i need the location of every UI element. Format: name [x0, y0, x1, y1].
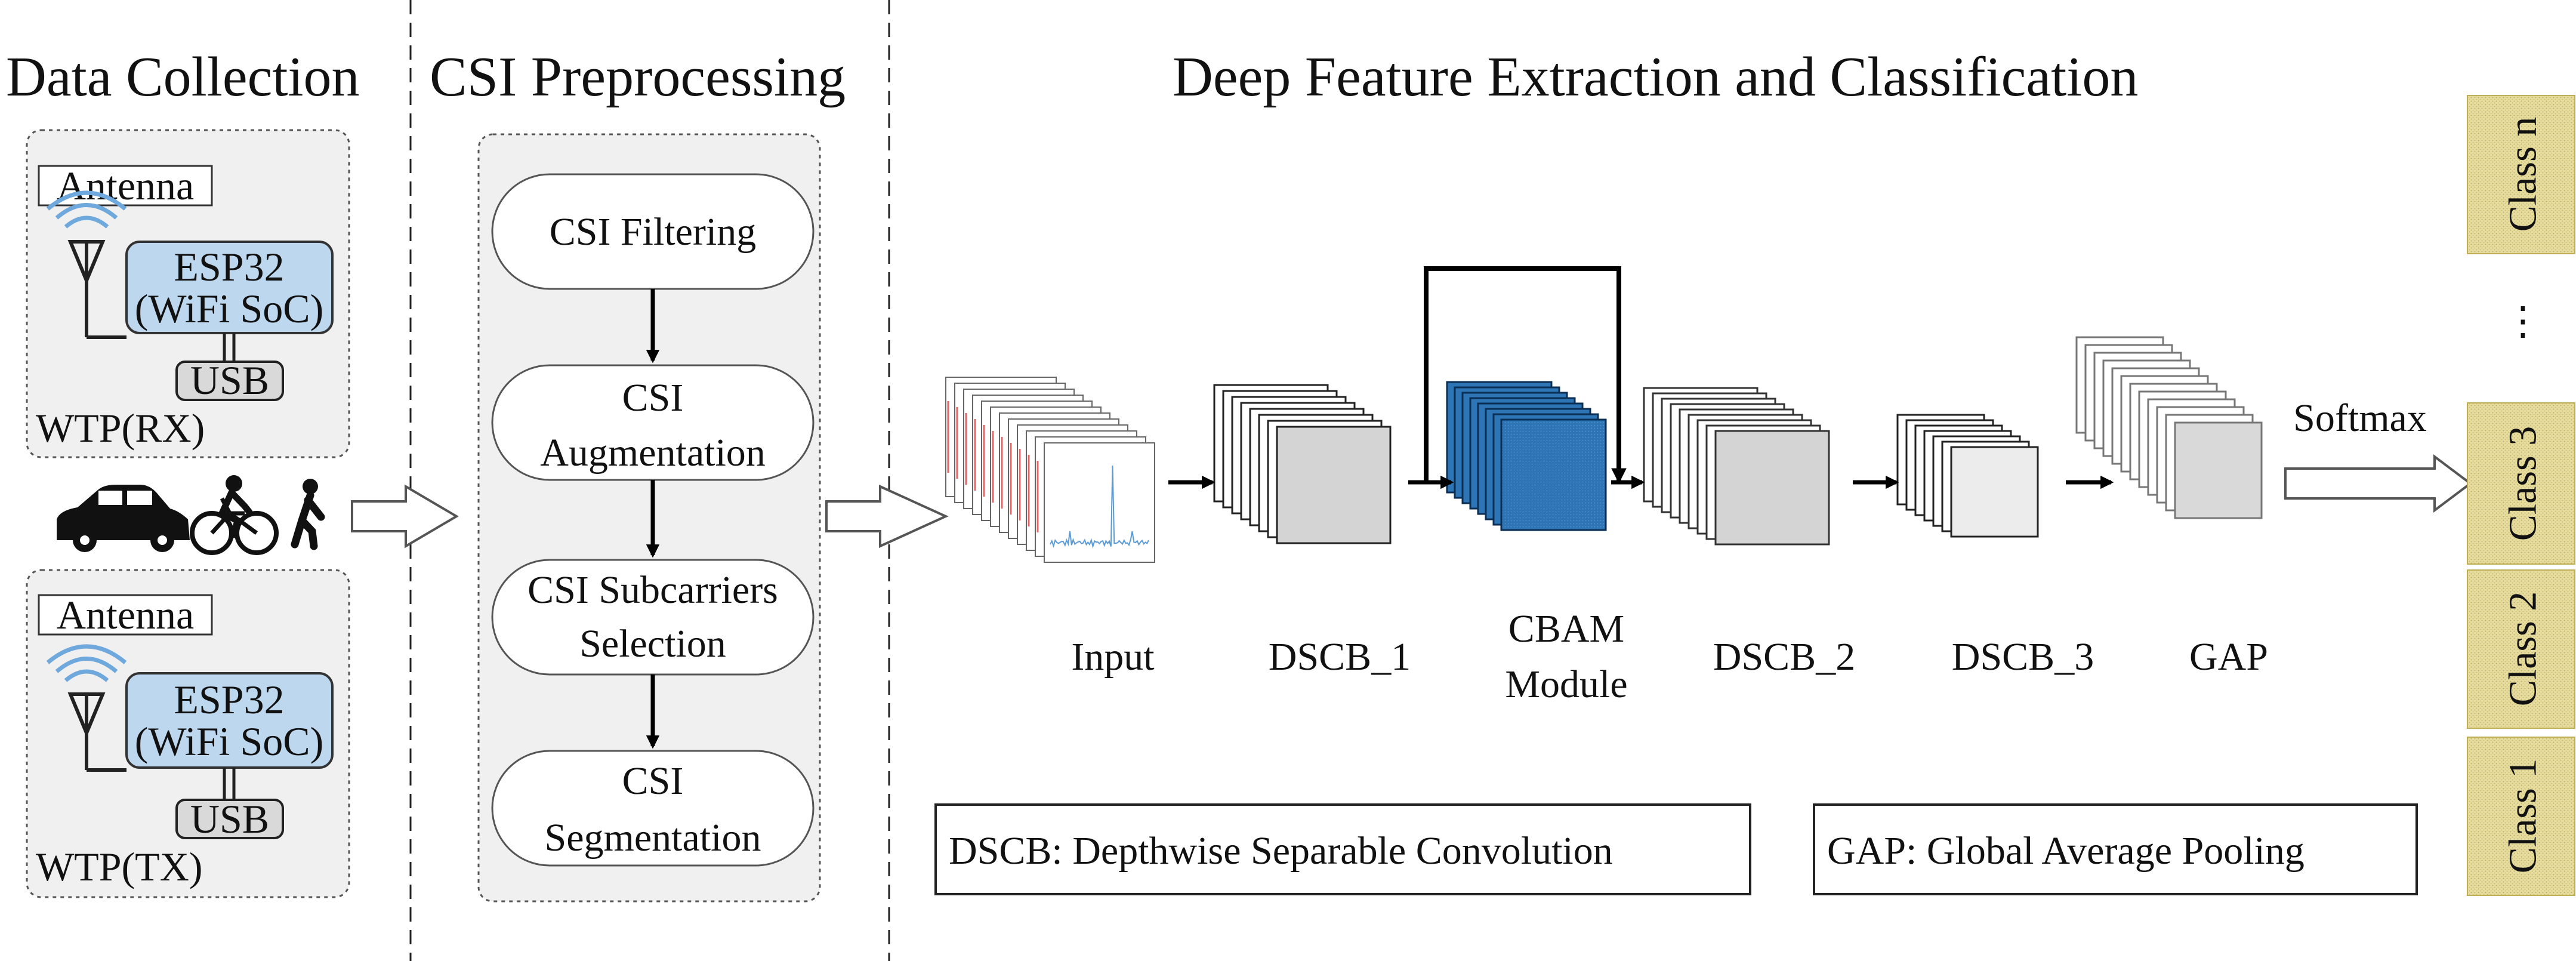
dscb2-block	[1643, 387, 1830, 546]
feature-map	[1276, 426, 1392, 544]
class-label: Class 2	[2501, 592, 2545, 707]
flow-arrow	[825, 484, 949, 549]
gap-label: GAP	[2189, 635, 2268, 679]
step-csi-segmentation	[491, 750, 815, 867]
input-block	[945, 377, 1155, 563]
usb-label: USB	[190, 358, 269, 403]
dscb1-block	[1213, 384, 1392, 544]
rx-device-panel: Antenna ESP32 (WiFi SoC) USB WTP(RX)	[26, 129, 350, 458]
antenna-label: Antenna	[57, 163, 194, 208]
chip-type: (WiFi SoC)	[135, 286, 324, 331]
cbam-label-line2: Module	[1505, 663, 1627, 706]
preprocessing-panel: CSI Filtering CSI Augmentation CSI Subca…	[477, 133, 821, 903]
car-icon	[57, 485, 190, 552]
class-box	[2467, 402, 2575, 565]
input-label: Input	[1071, 635, 1154, 679]
gap-block	[2075, 336, 2263, 519]
cbam-label: CBAM	[1508, 607, 1624, 651]
class-box	[2467, 737, 2575, 896]
dscb2-label: DSCB_2	[1713, 635, 1855, 679]
wifi-icon	[46, 644, 127, 682]
step-label: CSI Subcarriers	[527, 568, 778, 612]
step-label: CSI	[622, 759, 684, 803]
section-title-csi-preprocessing: CSI Preprocessing	[430, 46, 846, 108]
chip-name: ESP32	[174, 677, 284, 722]
antenna-icon	[67, 692, 127, 772]
class-label: Class 1	[2501, 759, 2545, 874]
device-label-tx: WTP(TX)	[36, 844, 202, 889]
dscb3-label: DSCB_3	[1952, 635, 2094, 679]
step-label: CSI Filtering	[550, 210, 757, 254]
class-box	[2467, 569, 2575, 729]
cbam-feature-map	[1500, 418, 1607, 531]
legend-box-dscb	[934, 803, 1751, 895]
esp32-chip	[125, 241, 334, 334]
feature-map	[2174, 421, 2263, 519]
antenna-icon	[67, 240, 127, 339]
antenna-label: Antenna	[57, 592, 194, 637]
feature-map	[1714, 430, 1830, 546]
dscb1-label: DSCB_1	[1269, 635, 1411, 679]
chip-name: ESP32	[174, 244, 284, 289]
cbam-block	[1446, 381, 1607, 531]
walker-icon	[291, 479, 325, 550]
esp32-chip	[125, 672, 334, 769]
softmax-arrow	[2284, 454, 2473, 513]
section-title-deep-feature: Deep Feature Extraction and Classificati…	[1173, 46, 2138, 108]
dscb3-block	[1896, 414, 2039, 538]
tx-device-panel: Antenna ESP32 (WiFi SoC) USB WTP(TX)	[26, 569, 350, 898]
class-label: Class 3	[2501, 426, 2545, 541]
step-label: Selection	[579, 622, 726, 666]
class-label: Class n	[2501, 117, 2545, 232]
class-ellipsis: ⋮	[2503, 300, 2543, 343]
input-signal-trace	[1050, 465, 1149, 549]
cyclist-icon	[190, 475, 279, 555]
feature-map	[1950, 446, 2039, 538]
usb-port	[175, 361, 284, 401]
skip-connection-arrow	[1424, 266, 1627, 484]
class-box	[2467, 95, 2575, 254]
section-title-data-collection: Data Collection	[6, 46, 360, 108]
chip-type: (WiFi SoC)	[135, 719, 324, 764]
softmax-label: Softmax	[2293, 396, 2427, 440]
usb-label: USB	[190, 796, 269, 842]
step-label: CSI	[622, 376, 684, 420]
device-label-rx: WTP(RX)	[36, 405, 205, 451]
legend-box-gap	[1813, 803, 2418, 895]
antenna-label-box	[38, 594, 213, 636]
wifi-icon	[46, 190, 127, 229]
legend-gap: GAP: Global Average Pooling	[1827, 829, 2304, 873]
flow-arrow	[351, 484, 459, 549]
class-stack: Class n ⋮ Class 3 Class 2 Class 1	[2467, 95, 2575, 896]
usb-port	[175, 799, 284, 839]
legend-dscb: DSCB: Depthwise Separable Convolution	[949, 829, 1613, 873]
step-label: Segmentation	[545, 816, 761, 860]
step-label: Augmentation	[540, 431, 766, 475]
